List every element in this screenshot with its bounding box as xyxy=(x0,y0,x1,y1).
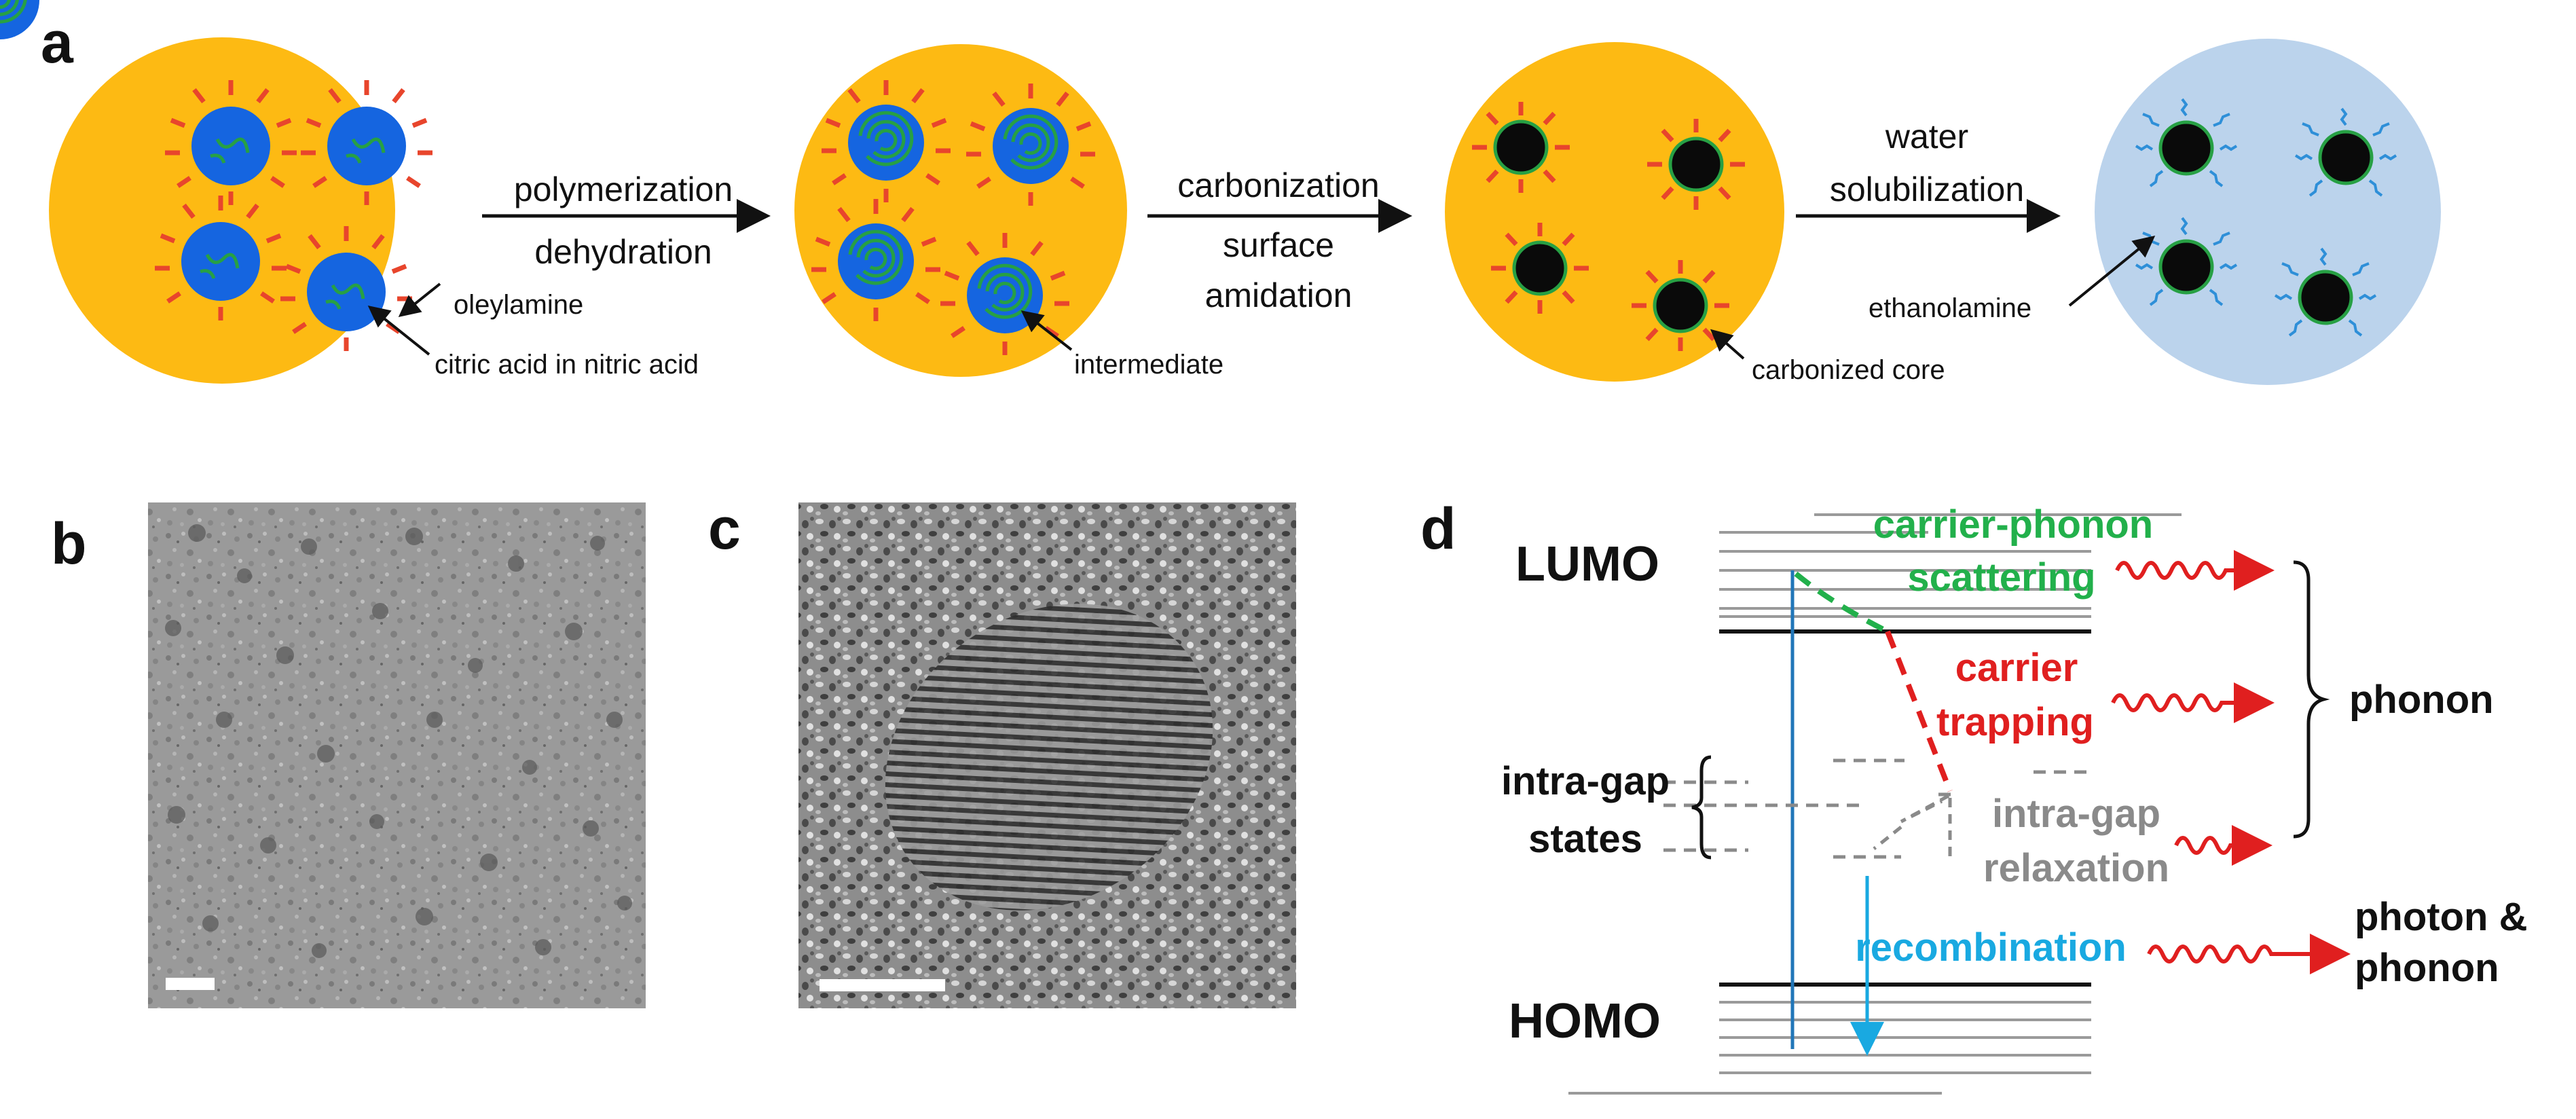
panel-d-energy-diagram: LUMO HOMO carrier-phonon scattering carr… xyxy=(1501,502,2527,1095)
droplet-2 xyxy=(794,44,1127,377)
panel-letter-d: d xyxy=(1420,496,1456,562)
phonon-wave-arrows xyxy=(2111,550,2351,974)
label-ethanolamine: ethanolamine xyxy=(1869,293,2031,323)
scale-bar-c xyxy=(820,979,945,991)
panel-letter-a: a xyxy=(41,10,74,75)
intragap-relaxation-paths xyxy=(1873,794,1952,862)
water-soluble-cores xyxy=(2158,120,2374,325)
intragap-state-levels xyxy=(1663,758,2095,859)
droplet-3 xyxy=(1445,42,1784,382)
panel-letter-b: b xyxy=(51,511,87,576)
label-oleylamine: oleylamine xyxy=(454,290,583,320)
label-carrier-phonon-1: carrier-phonon xyxy=(1873,502,2154,547)
label-carrier-trapping-2: trapping xyxy=(1936,700,2094,744)
step3-line2: solubilization xyxy=(1830,170,2024,208)
label-carbonized-core: carbonized core xyxy=(1752,355,1945,385)
step3-line1: water xyxy=(1885,117,1968,155)
lumo-levels xyxy=(1719,513,2182,618)
panel-letter-c: c xyxy=(708,496,741,562)
oleylamine-ligands-3 xyxy=(1472,102,1745,351)
brace-intragap xyxy=(1691,755,1712,860)
label-homo: HOMO xyxy=(1509,994,1661,1048)
step1-line1: polymerization xyxy=(514,170,733,208)
step1-line2: dehydration xyxy=(534,233,712,271)
ethanolamine-ligands xyxy=(2135,98,2397,337)
label-citric-acid: citric acid in nitric acid xyxy=(435,350,699,380)
brace-phonon xyxy=(2293,560,2330,839)
droplet-4-water xyxy=(2095,39,2441,385)
label-recombination: recombination xyxy=(1855,925,2127,970)
label-intermediate: intermediate xyxy=(1074,350,1223,380)
homo-levels xyxy=(1568,1001,2091,1095)
scale-bar-b xyxy=(166,978,215,990)
panel-a: oleylamine citric acid in nitric acid po… xyxy=(0,0,2441,385)
carbonized-cores xyxy=(1493,120,1724,333)
step2-line2: surface xyxy=(1223,226,1334,264)
step2-line3: amidation xyxy=(1205,276,1353,314)
label-photon-1: photon & xyxy=(2355,895,2527,939)
label-photon-2: phonon xyxy=(2355,946,2499,990)
label-carrier-phonon-2: scattering xyxy=(1907,555,2095,600)
label-intragap-relax-2: relaxation xyxy=(1983,846,2169,890)
panel-b-tem-image xyxy=(148,502,646,1008)
label-carrier-trapping-1: carrier xyxy=(1955,646,2078,690)
label-intragap-states-1: intra-gap xyxy=(1501,759,1670,803)
label-intragap-relax-1: intra-gap xyxy=(1992,792,2160,836)
carrier-trapping-path xyxy=(1885,630,1953,792)
label-lumo: LUMO xyxy=(1515,537,1659,591)
label-phonon: phonon xyxy=(2349,678,2494,722)
label-intragap-states-2: states xyxy=(1528,817,1642,861)
panel-c-hrtem-image xyxy=(798,502,1296,1008)
carrier-phonon-path xyxy=(1794,571,1889,634)
oleylamine-ligands-2 xyxy=(811,80,1095,355)
intermediate-particles xyxy=(0,0,1069,333)
oleylamine-ligands-1 xyxy=(155,80,433,351)
step2-line1: carbonization xyxy=(1177,166,1379,204)
